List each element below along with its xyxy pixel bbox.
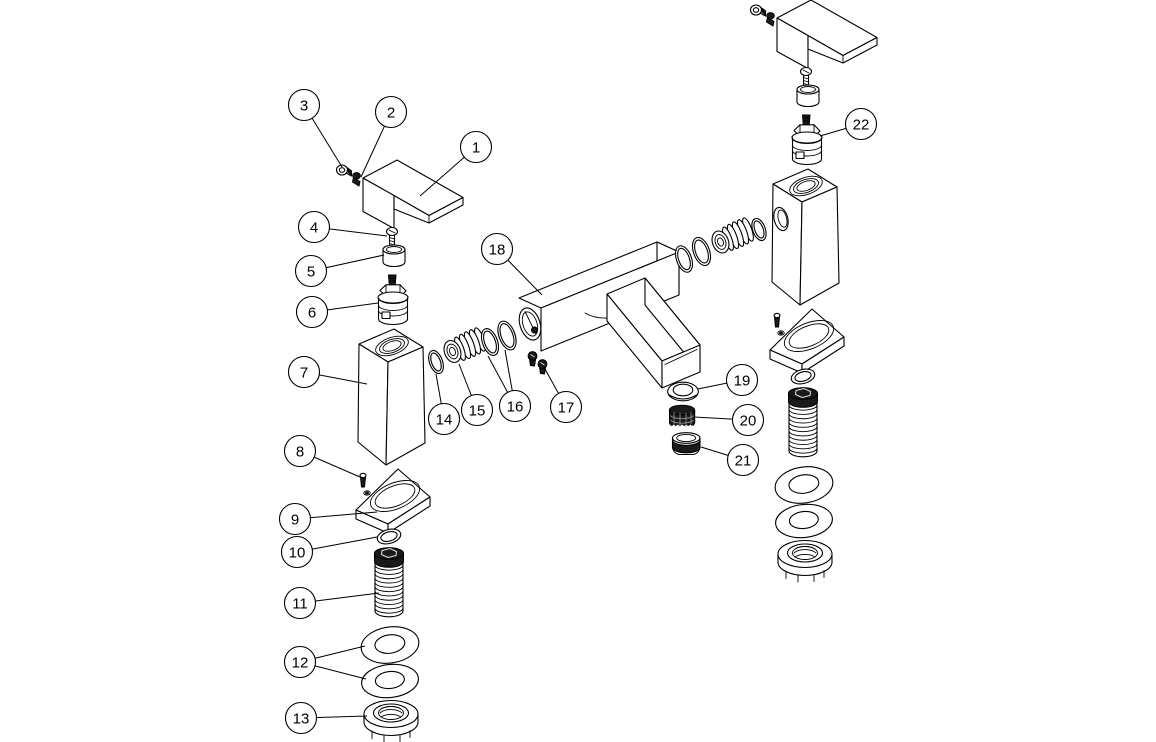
callout-10-circle bbox=[280, 535, 314, 569]
fixing-screw bbox=[385, 226, 399, 249]
backnut bbox=[363, 699, 419, 742]
callout-9-number: 9 bbox=[291, 511, 299, 528]
valve-body bbox=[357, 328, 426, 466]
callout-18-circle bbox=[480, 232, 514, 266]
callout-16: 16 bbox=[487, 349, 532, 423]
callout-20-number: 20 bbox=[740, 412, 757, 429]
handle-lever bbox=[362, 159, 464, 230]
callout-11-number: 11 bbox=[292, 595, 308, 612]
base-plate bbox=[355, 468, 431, 534]
callout-12-number: 12 bbox=[292, 654, 309, 671]
callout-1-number: 1 bbox=[472, 139, 480, 156]
callout-5-circle bbox=[294, 254, 328, 288]
callout-3-number: 3 bbox=[300, 97, 308, 114]
outlet-ring bbox=[667, 381, 699, 402]
callout-22-number: 22 bbox=[853, 116, 870, 133]
callout-7-number: 7 bbox=[300, 364, 308, 381]
callout-19-number: 19 bbox=[734, 372, 751, 389]
callout-6: 6 bbox=[295, 295, 379, 329]
threaded-shank bbox=[374, 547, 404, 618]
callout-11-circle bbox=[283, 586, 317, 620]
callout-10: 10 bbox=[280, 535, 378, 569]
callout-19: 19 bbox=[697, 363, 759, 397]
callout-7: 7 bbox=[287, 355, 368, 389]
callout-2-number: 2 bbox=[387, 104, 395, 121]
callout-16-circle bbox=[498, 389, 532, 423]
washers-pair bbox=[360, 626, 420, 699]
callout-15-number: 15 bbox=[469, 402, 486, 419]
cold-side-assembly bbox=[749, 0, 878, 583]
aerator bbox=[671, 432, 701, 456]
callout-14-number: 14 bbox=[436, 411, 453, 428]
callout-2-circle bbox=[374, 95, 408, 129]
callout-15: 15 bbox=[458, 363, 494, 427]
callout-21: 21 bbox=[700, 443, 760, 477]
callout-4: 4 bbox=[297, 210, 388, 244]
spacer-bush bbox=[382, 244, 406, 268]
callout-12-circle bbox=[283, 645, 317, 679]
callout-3-circle bbox=[287, 88, 321, 122]
callout-17-number: 17 bbox=[558, 399, 575, 416]
callout-8: 8 bbox=[283, 434, 361, 478]
callout-13-circle bbox=[284, 701, 318, 735]
o-ring-pair-left bbox=[480, 320, 517, 356]
callout-4-number: 4 bbox=[310, 219, 318, 236]
callout-20: 20 bbox=[693, 403, 765, 437]
callout-11: 11 bbox=[283, 586, 380, 620]
base-o-ring bbox=[376, 528, 402, 545]
body-side-hole bbox=[773, 206, 789, 232]
callout-4-circle bbox=[297, 210, 331, 244]
callout-1-circle bbox=[459, 130, 493, 164]
callout-8-circle bbox=[283, 434, 317, 468]
callout-17-circle bbox=[549, 390, 583, 424]
callout-18: 18 bbox=[480, 232, 543, 296]
callout-5: 5 bbox=[294, 254, 385, 288]
callout-6-circle bbox=[295, 295, 329, 329]
spout-body bbox=[518, 241, 701, 389]
callout-12: 12 bbox=[283, 645, 367, 680]
callout-20-circle bbox=[731, 403, 765, 437]
handle-grub-screw bbox=[352, 172, 361, 187]
spout-grub-screws bbox=[527, 351, 548, 375]
callout-21-circle bbox=[726, 443, 760, 477]
flow-straightener bbox=[668, 404, 696, 427]
plate-grub-screw bbox=[359, 472, 367, 488]
callout-18-number: 18 bbox=[489, 241, 506, 258]
callout-2: 2 bbox=[360, 95, 408, 178]
threaded-connector-left bbox=[443, 327, 486, 364]
callout-22: 22 bbox=[819, 107, 878, 141]
callout-14: 14 bbox=[427, 373, 461, 436]
callout-5-number: 5 bbox=[307, 263, 315, 280]
handle-cap-screw bbox=[335, 164, 353, 177]
callout-22-circle bbox=[844, 107, 878, 141]
callout-9: 9 bbox=[278, 502, 378, 536]
o-ring-small-right bbox=[751, 217, 767, 242]
hot-side-assembly bbox=[335, 159, 464, 742]
callout-13: 13 bbox=[284, 701, 368, 735]
cartridge bbox=[377, 274, 409, 326]
callout-8-number: 8 bbox=[296, 443, 304, 460]
o-ring-pair-right bbox=[674, 236, 712, 273]
callout-1: 1 bbox=[419, 130, 493, 197]
callout-19-circle bbox=[725, 363, 759, 397]
callout-14-circle bbox=[427, 402, 461, 436]
callout-10-number: 10 bbox=[289, 544, 306, 561]
callout-16-number: 16 bbox=[507, 398, 524, 415]
callout-7-circle bbox=[287, 355, 321, 389]
callout-15-circle bbox=[460, 393, 494, 427]
threaded-connector-right bbox=[711, 217, 754, 254]
callout-17: 17 bbox=[544, 368, 583, 424]
callout-6-number: 6 bbox=[308, 304, 316, 321]
callout-9-circle bbox=[278, 502, 312, 536]
callout-3: 3 bbox=[287, 88, 343, 168]
callout-13-number: 13 bbox=[293, 710, 310, 727]
o-ring-small-left bbox=[428, 349, 444, 375]
callout-21-number: 21 bbox=[735, 452, 752, 469]
